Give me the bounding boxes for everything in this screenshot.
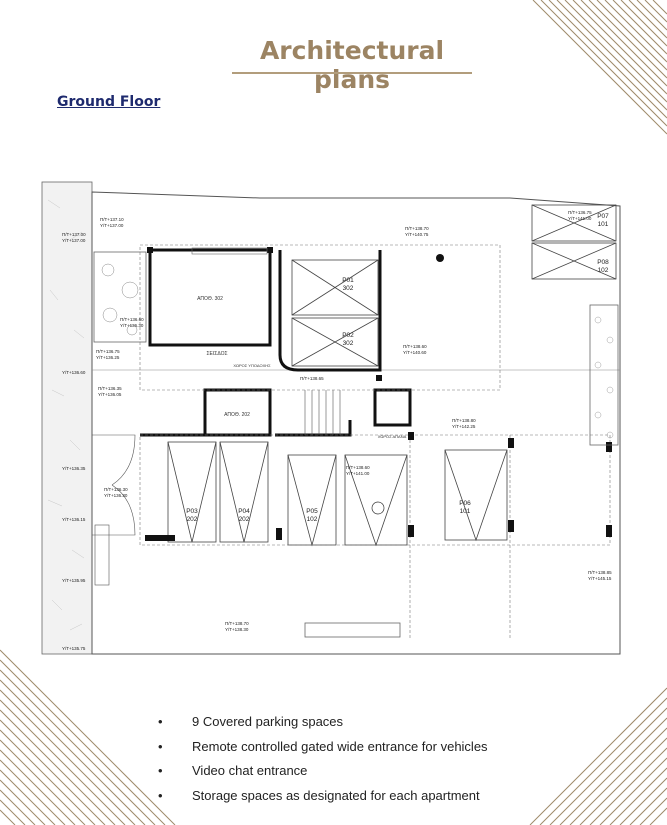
level-annotation: Υ/Τ+136.30: [120, 323, 144, 328]
level-annotation: Υ/Τ+136.05: [98, 392, 122, 397]
level-annotation: Π/Τ+138.70: [405, 226, 429, 231]
feature-item: 9 Covered parking spaces: [158, 712, 488, 737]
parking-p01-num: 302: [343, 285, 354, 292]
parking-p08-code: P08: [597, 259, 609, 266]
level-annotation: Π/Τ+136.60: [120, 317, 144, 322]
level-annotation: Υ/Τ+136.60: [62, 370, 86, 375]
level-annotation: Υ/Τ+137.00: [62, 238, 86, 243]
level-annotation: Π/Τ+138.85: [588, 570, 612, 575]
parking-p08-num: 102: [598, 267, 609, 274]
level-annotation: Υ/Τ+136.30: [104, 493, 128, 498]
title-underline: [232, 72, 472, 74]
floor-subtitle: Ground Floor: [57, 94, 161, 110]
level-annotation: Π/Τ+138.60: [403, 344, 427, 349]
level-annotation: Υ/Τ+136.25: [96, 355, 120, 360]
level-annotation: Υ/Τ+145.15: [588, 576, 612, 581]
parking-p04-code: P04: [238, 508, 250, 515]
feature-item: Storage spaces as designated for each ap…: [158, 786, 488, 811]
parking-p02-code: P02: [342, 332, 354, 339]
level-annotation: Π/Τ+136.30: [104, 487, 128, 492]
ground-floor-plan: ΑΠΟΘ. 302 ΑΠΟΘ. 202 ΣΕΙΣΔΟΣ ΧΩΡΟΣ ΥΠΟΔΟΧ…: [41, 181, 621, 655]
level-annotation: Υ/Τ+141.00: [568, 216, 592, 221]
parking-p04-num: 202: [239, 516, 250, 523]
level-annotation: Π/Τ+138.60: [346, 465, 370, 470]
level-annotation: Υ/Τ+136.15: [62, 517, 86, 522]
level-annotation: Π/Τ+136.35: [98, 386, 122, 391]
parking-p03-num: 202: [187, 516, 198, 523]
level-annotation: Υ/Τ+140.75: [405, 232, 429, 237]
storage-302-label: ΑΠΟΘ. 302: [197, 296, 223, 302]
level-annotation: Υ/Τ+135.75: [62, 646, 86, 651]
level-annotation: Υ/Τ+142.25: [452, 424, 476, 429]
reception-label: ΧΩΡΟΣ ΥΠΟΔΟΧΗΣ: [233, 363, 271, 368]
level-annotation: Π/Τ+138.70: [225, 621, 249, 626]
level-annotation: Υ/Τ+136.35: [62, 466, 86, 471]
parking-p03-code: P03: [186, 508, 198, 515]
level-annotation: Π/Τ+137.00: [62, 232, 86, 237]
feature-item: Remote controlled gated wide entrance fo…: [158, 737, 488, 762]
parking-p07-code: P07: [597, 213, 609, 220]
page-title: Architectural plans: [259, 36, 445, 94]
level-annotation: Υ/Τ+137.00: [100, 223, 124, 228]
level-annotation: Υ/Τ+138.30: [225, 627, 249, 632]
level-annotation: Π/Τ+136.75: [568, 210, 592, 215]
entrance-label: ΣΕΙΣΔΟΣ: [206, 351, 227, 357]
parking-p02-num: 302: [343, 340, 354, 347]
parking-p01-code: P01: [342, 277, 354, 284]
level-annotation: Υ/Τ+135.95: [62, 578, 86, 583]
parking-p06-num: 101: [460, 508, 471, 515]
level-annotation: Υ/Τ+141.00: [346, 471, 370, 476]
level-annotation: Π/Τ+138.80: [452, 418, 476, 423]
level-annotation: Π/Τ+136.75: [96, 349, 120, 354]
plant-room-label: ΧΩΡΟΣ ΑΠΑΝΑ: [378, 434, 407, 439]
level-annotation: Π/Τ+137.10: [100, 217, 124, 222]
parking-p05-code: P05: [306, 508, 318, 515]
parking-p05-num: 102: [307, 516, 318, 523]
feature-list: 9 Covered parking spaces Remote controll…: [158, 712, 488, 810]
parking-p06-code: P06: [459, 500, 471, 507]
parking-p07-num: 101: [598, 221, 609, 228]
storage-202-label: ΑΠΟΘ. 202: [224, 412, 250, 418]
level-annotation: Π/Τ+138.65: [300, 376, 324, 381]
level-annotation: Υ/Τ+140.60: [403, 350, 427, 355]
feature-item: Video chat entrance: [158, 761, 488, 786]
